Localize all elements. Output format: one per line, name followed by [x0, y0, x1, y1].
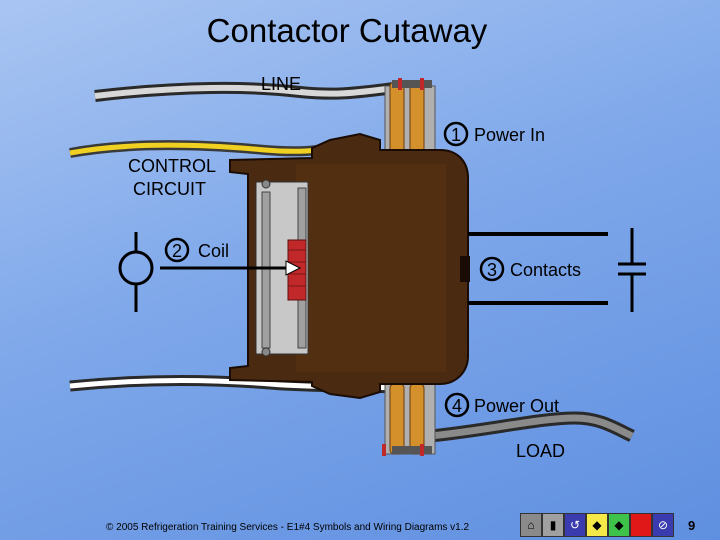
bottom-terminal [382, 377, 436, 456]
next-icon[interactable]: ◆ [608, 513, 630, 537]
contactor-housing [229, 132, 470, 400]
stop-icon[interactable] [630, 513, 652, 537]
callout-number-4: 4 [452, 396, 463, 416]
callout-text-coil: Coil [198, 241, 230, 261]
callout-text-contacts: Contacts [510, 260, 582, 280]
control-circuit-label-line1: CONTROL [128, 156, 217, 176]
coil-symbol [118, 232, 154, 312]
callout-circle-1 [443, 121, 469, 147]
footer-copyright: © 2005 Refrigeration Training Services -… [106, 522, 470, 533]
control-circuit-label-line2: CIRCUIT [133, 179, 206, 199]
load-label: LOAD [516, 441, 566, 461]
home-icon[interactable]: ⌂ [520, 513, 542, 537]
exit-icon[interactable]: ⊘ [652, 513, 674, 537]
callout-text-power-out: Power Out [474, 396, 560, 416]
document-icon[interactable]: ▮ [542, 513, 564, 537]
return-icon[interactable]: ↺ [564, 513, 586, 537]
slide-title: Contactor Cutaway [206, 12, 488, 49]
callout-circle-2 [164, 237, 190, 263]
callout-circle-4 [444, 392, 470, 418]
callout-circle-3 [479, 256, 505, 282]
line-cable [94, 81, 396, 102]
callout-number-2: 2 [172, 241, 183, 261]
callout-number-1: 1 [451, 125, 462, 145]
control-wire [69, 140, 336, 158]
callout-number-3: 3 [487, 260, 498, 280]
coil-arrow [160, 260, 302, 276]
callout-text-power-in: Power In [474, 125, 546, 145]
load-cable [429, 411, 635, 443]
previous-icon[interactable]: ◆ [586, 513, 608, 537]
contacts-symbol [618, 228, 646, 312]
page-number: 9 [688, 518, 696, 533]
contact-leads [468, 232, 608, 305]
line-label: LINE [261, 74, 302, 94]
top-terminal [384, 78, 436, 167]
slide-nav-bar: ⌂ ▮ ↺ ◆ ◆ ⊘ [520, 513, 674, 539]
